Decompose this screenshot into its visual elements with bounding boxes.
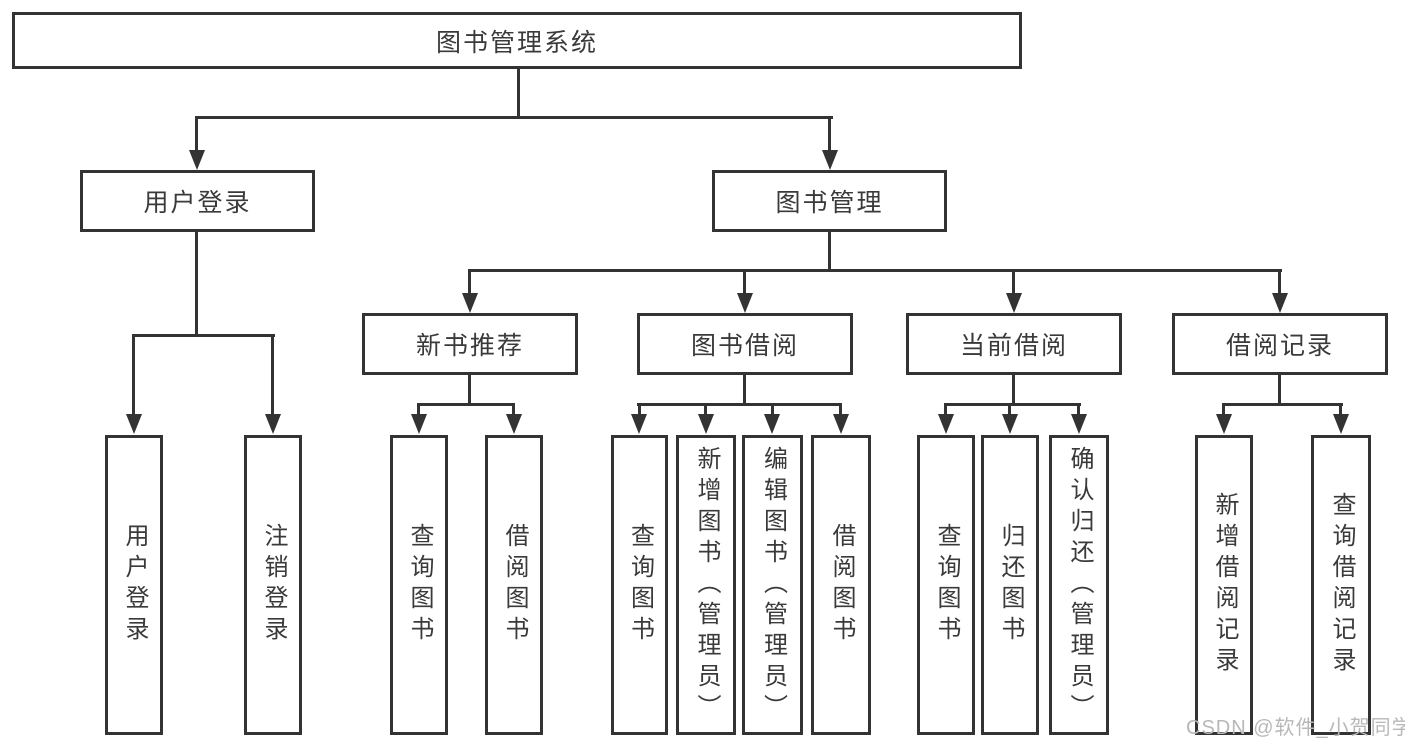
connector-line	[1008, 403, 1011, 416]
connector-line	[828, 225, 831, 272]
leaf-bb-borrow-books: 借阅图书	[811, 435, 871, 735]
leaf-nbr-borrow-books: 借阅图书	[485, 435, 543, 735]
arrowhead-down-icon	[822, 150, 838, 170]
connector-line	[944, 403, 1081, 406]
connector-line	[1339, 403, 1342, 416]
arrowhead-down-icon	[411, 414, 427, 434]
arrowhead-down-icon	[1006, 293, 1022, 313]
node-book-borrow: 图书借阅	[637, 313, 853, 375]
arrowhead-down-icon	[126, 414, 142, 434]
connector-line	[1278, 269, 1281, 295]
connector-line	[195, 225, 198, 336]
connector-line	[517, 60, 520, 119]
leaf-cb-query-books: 查询图书	[917, 435, 975, 735]
arrowhead-down-icon	[1216, 414, 1232, 434]
leaf-user-login: 用户登录	[105, 435, 163, 735]
node-book-management: 图书管理	[712, 170, 947, 232]
node-current-borrow: 当前借阅	[906, 313, 1122, 375]
connector-line	[1278, 370, 1281, 406]
arrowhead-down-icon	[737, 293, 753, 313]
connector-line	[417, 403, 420, 416]
connector-line	[195, 116, 833, 119]
connector-line	[638, 403, 641, 416]
connector-line	[512, 403, 515, 416]
connector-line	[132, 334, 275, 337]
connector-line	[828, 116, 831, 152]
connector-line	[132, 334, 135, 416]
leaf-br-add-record: 新增借阅记录	[1195, 435, 1253, 735]
node-borrow-records: 借阅记录	[1172, 313, 1388, 375]
connector-line	[1012, 370, 1015, 406]
leaf-bb-add-books-admin: 新增图书（管理员）	[676, 435, 736, 735]
connector-line	[1222, 403, 1343, 406]
node-new-book-recommend: 新书推荐	[362, 313, 578, 375]
node-user-login: 用户登录	[80, 170, 315, 232]
arrowhead-down-icon	[631, 414, 647, 434]
arrowhead-down-icon	[1272, 293, 1288, 313]
leaf-cb-confirm-return-admin: 确认归还（管理员）	[1049, 435, 1109, 735]
leaf-cb-return-books: 归还图书	[981, 435, 1039, 735]
arrowhead-down-icon	[764, 414, 780, 434]
node-library-management-system: 图书管理系统	[12, 12, 1022, 69]
leaf-bb-query-books: 查询图书	[611, 435, 668, 735]
leaf-logout: 注销登录	[244, 435, 302, 735]
arrowhead-down-icon	[1002, 414, 1018, 434]
leaf-nbr-query-books: 查询图书	[390, 435, 448, 735]
connector-line	[704, 403, 707, 416]
connector-line	[839, 403, 842, 416]
connector-line	[944, 403, 947, 416]
connector-line	[771, 403, 774, 416]
connector-line	[743, 269, 746, 295]
arrowhead-down-icon	[1333, 414, 1349, 434]
arrowhead-down-icon	[462, 293, 478, 313]
connector-line	[271, 334, 274, 416]
leaf-bb-edit-books-admin: 编辑图书（管理员）	[742, 435, 803, 735]
connector-line	[1222, 403, 1225, 416]
connector-line	[1077, 403, 1080, 416]
arrowhead-down-icon	[189, 150, 205, 170]
connector-line	[195, 116, 198, 152]
connector-line	[468, 269, 1282, 272]
arrowhead-down-icon	[938, 414, 954, 434]
connector-line	[637, 403, 842, 406]
arrowhead-down-icon	[833, 414, 849, 434]
arrowhead-down-icon	[506, 414, 522, 434]
arrowhead-down-icon	[698, 414, 714, 434]
connector-line	[417, 403, 515, 406]
connector-line	[468, 269, 471, 295]
leaf-br-query-record: 查询借阅记录	[1311, 435, 1371, 735]
arrowhead-down-icon	[265, 414, 281, 434]
connector-line	[743, 370, 746, 406]
connector-line	[1012, 269, 1015, 295]
arrowhead-down-icon	[1071, 414, 1087, 434]
connector-line	[468, 370, 471, 406]
watermark-text: CSDN @软件_小贺同学	[1186, 717, 1405, 739]
